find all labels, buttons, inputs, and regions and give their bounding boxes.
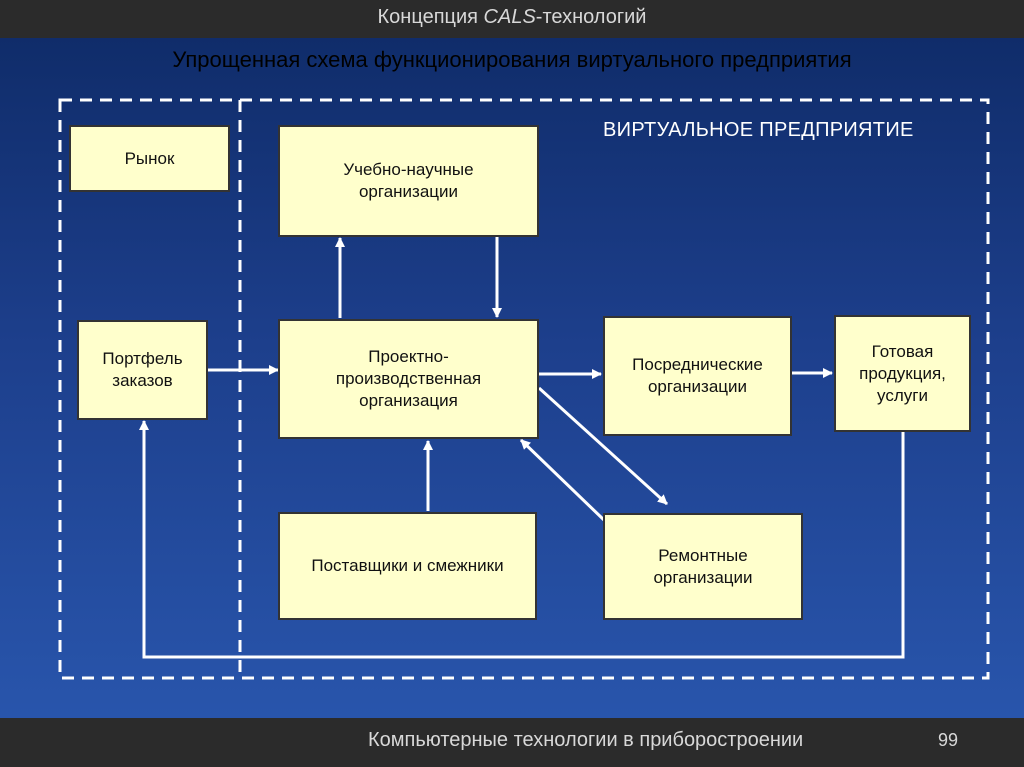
portfolio-box: Портфель заказов (77, 320, 208, 420)
footer-band (0, 718, 1024, 767)
market-box: Рынок (69, 125, 230, 192)
finished-products-box: Готовая продукция, услуги (834, 315, 971, 432)
repair-orgs-label: Ремонтные организации (653, 545, 753, 587)
suppliers-box: Поставщики и смежники (278, 512, 537, 620)
research-orgs-label: Учебно-научные организации (343, 160, 474, 201)
research-orgs-box: Учебно-научные организации (278, 125, 539, 237)
suppliers-label: Поставщики и смежники (311, 556, 504, 575)
arrow-production-to-repair (537, 386, 669, 506)
outer-dashed-frame (58, 98, 990, 680)
header-band (0, 0, 1024, 38)
footer-course-title: Компьютерные технологии в приборостроени… (368, 729, 804, 751)
virtual-enterprise-label: ВИРТУАЛЬНОЕ ПРЕДПРИЯТИЕ (603, 119, 914, 141)
arrow-finished-to-portfolio-loop (139, 420, 905, 659)
production-org-box: Проектно- производственная организация (278, 319, 539, 439)
finished-products-label: Готовая продукция, услуги (859, 341, 946, 405)
production-org-label: Проектно- производственная организация (335, 347, 482, 410)
market-label: Рынок (124, 148, 175, 168)
slide-topic: Концепция CALS-технологий (377, 6, 647, 28)
topic-emphasis: CALS (483, 6, 536, 28)
repair-orgs-box: Ремонтные организации (603, 513, 803, 620)
portfolio-label: Портфель заказов (102, 349, 183, 390)
page-number: 99 (938, 730, 959, 750)
intermediary-orgs-label: Посреднические организации (632, 355, 763, 396)
slide-title: Упрощенная схема функционирования виртуа… (172, 47, 852, 72)
arrow-repair-to-production (519, 438, 606, 522)
intermediary-orgs-box: Посреднические организации (603, 316, 792, 436)
